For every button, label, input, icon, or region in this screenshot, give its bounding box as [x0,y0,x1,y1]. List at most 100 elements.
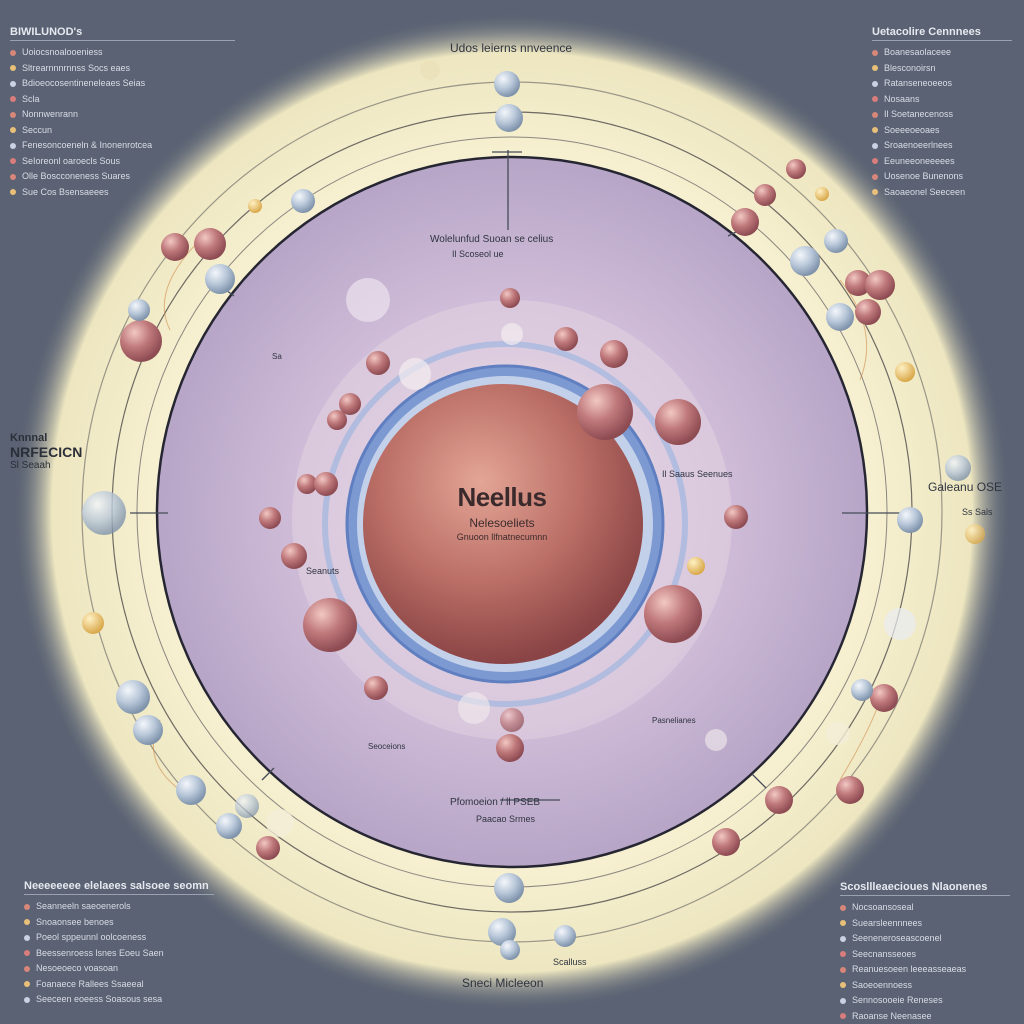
legend-dot-icon [840,966,846,973]
legend-dot-icon [10,96,16,103]
label-lower-mid: Pasnelianes [652,716,696,725]
legend-item-label: Bdioeocosentineneleaes Seias [22,78,146,88]
legend-item-label: Soeeeoeoaes [884,124,940,135]
nucleus-subtitle: Nelesoeliets [469,516,535,530]
legend-item-label: Fenesoncoeneln & Inonenrotcea [22,140,153,150]
legend-dot-icon [872,189,878,196]
label-right-outer: Galeanu OSE [928,480,1003,494]
legend-item: Soeeeoeoaes [872,123,1012,139]
legend-item-label: Uoiocsnoalooeniess [22,47,103,57]
legend-item: Ratanseneoeeos [872,76,1012,92]
legend-dot-icon [10,142,16,149]
legend-item: Beessenroess lsnes Eoeu Saen [24,946,214,962]
legend-dot-icon [24,965,30,972]
legend-item-label: Reanuesoeen leeeasseaeas [852,964,967,974]
organelle-particles [82,60,985,960]
legend-panel-bottom-right: Scosllleaecioues Nlaonenes Nocsoansoseal… [840,881,1010,1024]
legend-item-label: Olle Boscconeness Suares [22,171,131,181]
label-left-small: Sa [272,352,282,361]
legend-dot-icon [24,934,30,941]
legend-item: Seeneneroseascoenel [840,931,1010,947]
legend-item-label: Blesconoirsn [884,62,936,73]
legend-dot-icon [872,65,878,72]
legend-dot-icon [872,49,878,56]
legend-dot-icon [10,158,16,165]
legend-item: Nosaans [872,92,1012,108]
legend-item-label: SeIoreonl oaroecls Sous [22,155,121,166]
legend-dot-icon [10,80,16,87]
legend-dot-icon [10,65,16,72]
legend-dot-icon [10,49,16,56]
legend-item-label: Seecnansseoes [852,948,917,959]
legend-item: Sennosooeie Reneses [840,993,1010,1009]
legend-item-label: Il Soetanecenoss [884,109,954,119]
legend-item-label: Sennosooeie Reneses [852,995,943,1005]
legend-item: Bdioeocosentineneleaes Seias [10,76,235,92]
legend-item: Nocsoansoseal [840,900,1010,916]
legend-dot-icon [24,919,30,926]
left-label-line2: NRFECICN [10,444,83,460]
legend-item: Uoiocsnoalooeniess [10,45,235,61]
legend-item: Boanesaolaceee [872,45,1012,61]
label-left-mid: Seanuts [306,566,340,576]
legend-item: Il Soetanecenoss [872,107,1012,123]
legend-item-label: Sue Cos Bsensaeees [22,186,109,197]
label-inner-top: Wolelunfud Suoan se celius [430,234,554,245]
legend-dot-icon [10,111,16,118]
label-right-inner: Il Saaus Seenues [662,469,733,479]
legend-item: Seanneeln saeoenerols [24,899,214,915]
legend-item-label: Nosaans [884,93,920,104]
legend-item: Saoeoennoess [840,978,1010,994]
legend-item-label: Seeneneroseascoenel [852,933,942,943]
legend-item: Sue Cos Bsensaeees [10,185,235,201]
legend-item: Saoaeonel Seeceen [872,185,1012,201]
legend-dot-icon [10,127,16,134]
legend-item: Olle Boscconeness Suares [10,169,235,185]
legend-dot-icon [840,997,846,1004]
legend-item-label: Seanneeln saeoenerols [36,901,131,911]
legend-item-label: Saoaeonel Seeceen [884,186,966,197]
legend-dot-icon [872,111,878,118]
legend-item: Suearsleennnees [840,916,1010,932]
label-bottom-right: Scalluss [553,957,587,967]
legend-item: Blesconoirsn [872,61,1012,77]
nuclear-membrane-outer [322,341,688,707]
legend-title-top-left: BIWILUNOD's [10,26,235,41]
legend-dot-icon [840,920,846,927]
legend-item-label: Nesoeoeco voasoan [36,963,119,973]
legend-item-label: Snoaonsee benoes [36,916,114,927]
legend-item: Nonnwenrann [10,107,235,123]
legend-item: Sltrearnnnrnnss Socs eaes [10,61,235,77]
legend-item: Foanaece Rallees Ssaeeal [24,977,214,993]
legend-item-label: Scla [22,93,40,104]
legend-item: Raoanse Neenasee [840,1009,1010,1024]
legend-dot-icon [872,173,878,180]
legend-item-label: Sltrearnnnrnnss Socs eaes [22,62,131,73]
legend-dot-icon [872,96,878,103]
legend-dot-icon [840,904,846,911]
legend-item: Seccun [10,123,235,139]
label-bottom-inner-sub: Paacao Srmes [476,814,536,824]
legend-dot-icon [24,996,30,1003]
legend-item: Poeol sppeunnl oolcoeness [24,930,214,946]
nucleus-caption: Gnuoon llfnatnecumnn [456,532,548,542]
legend-item-label: Seccun [22,124,53,135]
legend-title-bottom-right: Scosllleaecioues Nlaonenes [840,881,1010,896]
label-inner-top-sub: Il Scoseol ue [452,249,504,259]
legend-item-label: Ratanseneoeeos [884,78,953,88]
legend-title-bottom-left: Neeeeeeee elelaees salsoee seomn [24,880,214,895]
legend-item-label: Foanaece Rallees Ssaeeal [36,978,144,989]
legend-title-top-right: Uetacolire Cennnees [872,26,1012,41]
legend-item: Seecnansseoes [840,947,1010,963]
legend-item-label: Beessenroess lsnes Eoeu Saen [36,947,164,958]
legend-item: Scla [10,92,235,108]
legend-dot-icon [24,903,30,910]
connector-lines [130,150,900,801]
legend-item: Uosenoe Bunenons [872,169,1012,185]
legend-item: Sroaenoeerlnees [872,138,1012,154]
